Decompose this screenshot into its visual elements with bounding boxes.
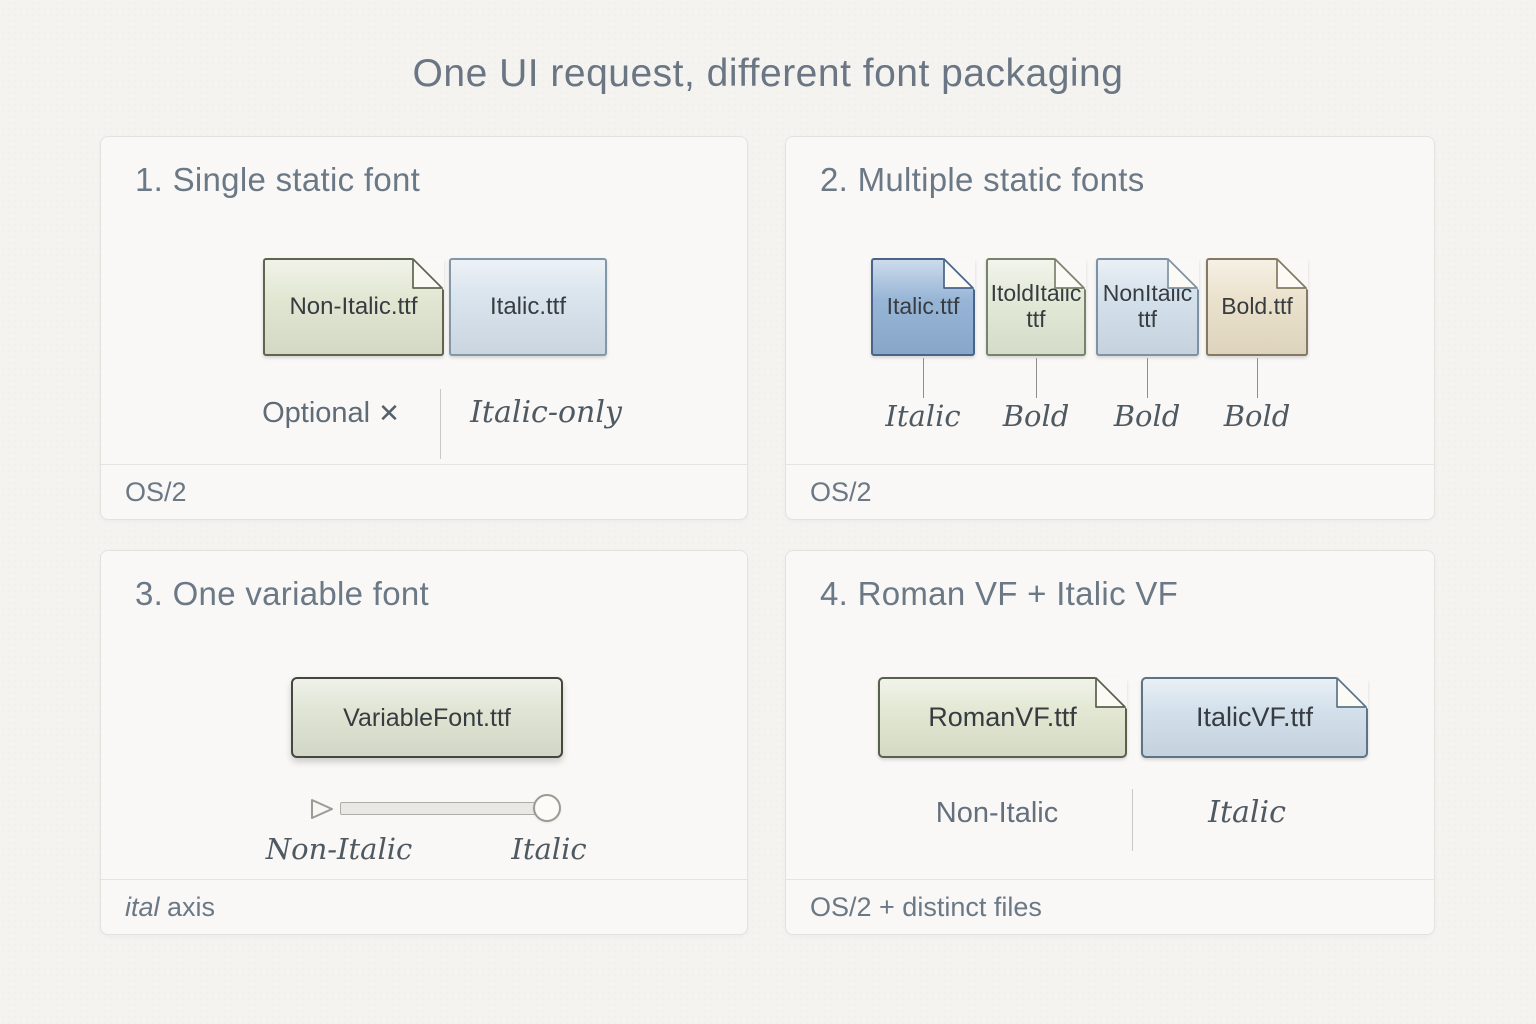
- panel-single-static-font: 1. Single static font Non-Italic.ttf Ita…: [100, 136, 748, 520]
- slider-label-non-italic: Non-Italic: [265, 832, 413, 866]
- annotation-non-italic: Non-Italic: [935, 797, 1059, 829]
- style-tag-bold: Bold: [1113, 399, 1181, 433]
- ital-axis-slider-track: [340, 802, 548, 815]
- folded-corner-icon: [943, 258, 975, 290]
- connector-line: [1257, 358, 1258, 398]
- folded-corner-icon: [412, 258, 444, 290]
- file-label: ItalicVF.ttf: [1195, 702, 1314, 733]
- file-itolditalic-ttf: ItoldItalic ttf: [986, 258, 1086, 356]
- file-label: Non-Italic.ttf: [289, 292, 418, 320]
- file-label-line2: ttf: [1137, 306, 1158, 332]
- file-label: RomanVF.ttf: [928, 702, 1077, 733]
- file-label-line2: ttf: [1026, 306, 1046, 332]
- file-variablefont-ttf: VariableFont.ttf: [291, 677, 563, 758]
- connector-line: [1147, 358, 1148, 398]
- style-tag-bold: Bold: [1002, 399, 1070, 433]
- connector-line: [1036, 358, 1037, 398]
- vertical-divider: [1132, 789, 1133, 851]
- file-nonitalic-ttf: NonItalic ttf: [1096, 258, 1199, 356]
- file-label: Italic.ttf: [886, 293, 960, 320]
- annotation-optional: Optional✕: [191, 397, 471, 430]
- panel-1-footer: OS/2: [101, 464, 747, 519]
- folded-corner-icon: [1276, 258, 1308, 290]
- panel-2-heading: 2. Multiple static fonts: [820, 161, 1145, 198]
- file-non-italic-ttf: Non-Italic.ttf: [263, 258, 444, 356]
- annotation-italic-only: Italic-only: [470, 395, 622, 430]
- ital-axis-tag: ital: [125, 891, 160, 922]
- panel-1-heading: 1. Single static font: [135, 161, 421, 198]
- panel-3-footer: ital axis: [101, 879, 747, 934]
- folded-corner-icon: [1167, 258, 1199, 290]
- panel-2-footer: OS/2: [786, 464, 1434, 519]
- annotation-italic: Italic: [1208, 795, 1286, 830]
- vertical-divider: [440, 389, 441, 459]
- annotation-optional-text: Optional: [262, 397, 371, 429]
- folded-corner-icon: [1054, 258, 1086, 290]
- page-title: One UI request, different font packaging: [412, 52, 1124, 95]
- file-italic-ttf: Italic.ttf: [449, 258, 607, 356]
- panel-4-footer: OS/2 + distinct files: [786, 879, 1434, 934]
- ital-axis-slider-handle: [533, 794, 561, 822]
- file-bold-ttf: Bold.ttf: [1206, 258, 1308, 356]
- file-romanvf-ttf: RomanVF.ttf: [878, 677, 1127, 758]
- folded-corner-icon: [1095, 677, 1127, 709]
- file-italic-ttf: Italic.ttf: [871, 258, 975, 356]
- panel-roman-vf-italic-vf: 4. Roman VF + Italic VF RomanVF.ttf Ital…: [785, 550, 1435, 935]
- file-label: Italic.ttf: [489, 292, 567, 320]
- panel-one-variable-font: 3. One variable font VariableFont.ttf No…: [100, 550, 748, 935]
- axis-word: axis: [159, 891, 216, 922]
- slider-label-italic: Italic: [511, 832, 587, 866]
- panel-4-heading: 4. Roman VF + Italic VF: [820, 575, 1179, 612]
- connector-line: [923, 358, 924, 398]
- panel-3-heading: 3. One variable font: [135, 575, 430, 612]
- file-italicvf-ttf: ItalicVF.ttf: [1141, 677, 1368, 758]
- style-tag-italic: Italic: [885, 399, 961, 433]
- file-label: Bold.ttf: [1221, 293, 1293, 320]
- x-mark-icon: ✕: [378, 398, 400, 428]
- file-label: VariableFont.ttf: [343, 703, 511, 732]
- style-tag-bold: Bold: [1223, 399, 1291, 433]
- panel-multiple-static-fonts: 2. Multiple static fonts Italic.ttf Itol…: [785, 136, 1435, 520]
- folded-corner-icon: [1336, 677, 1368, 709]
- axis-arrow-icon: [311, 799, 333, 819]
